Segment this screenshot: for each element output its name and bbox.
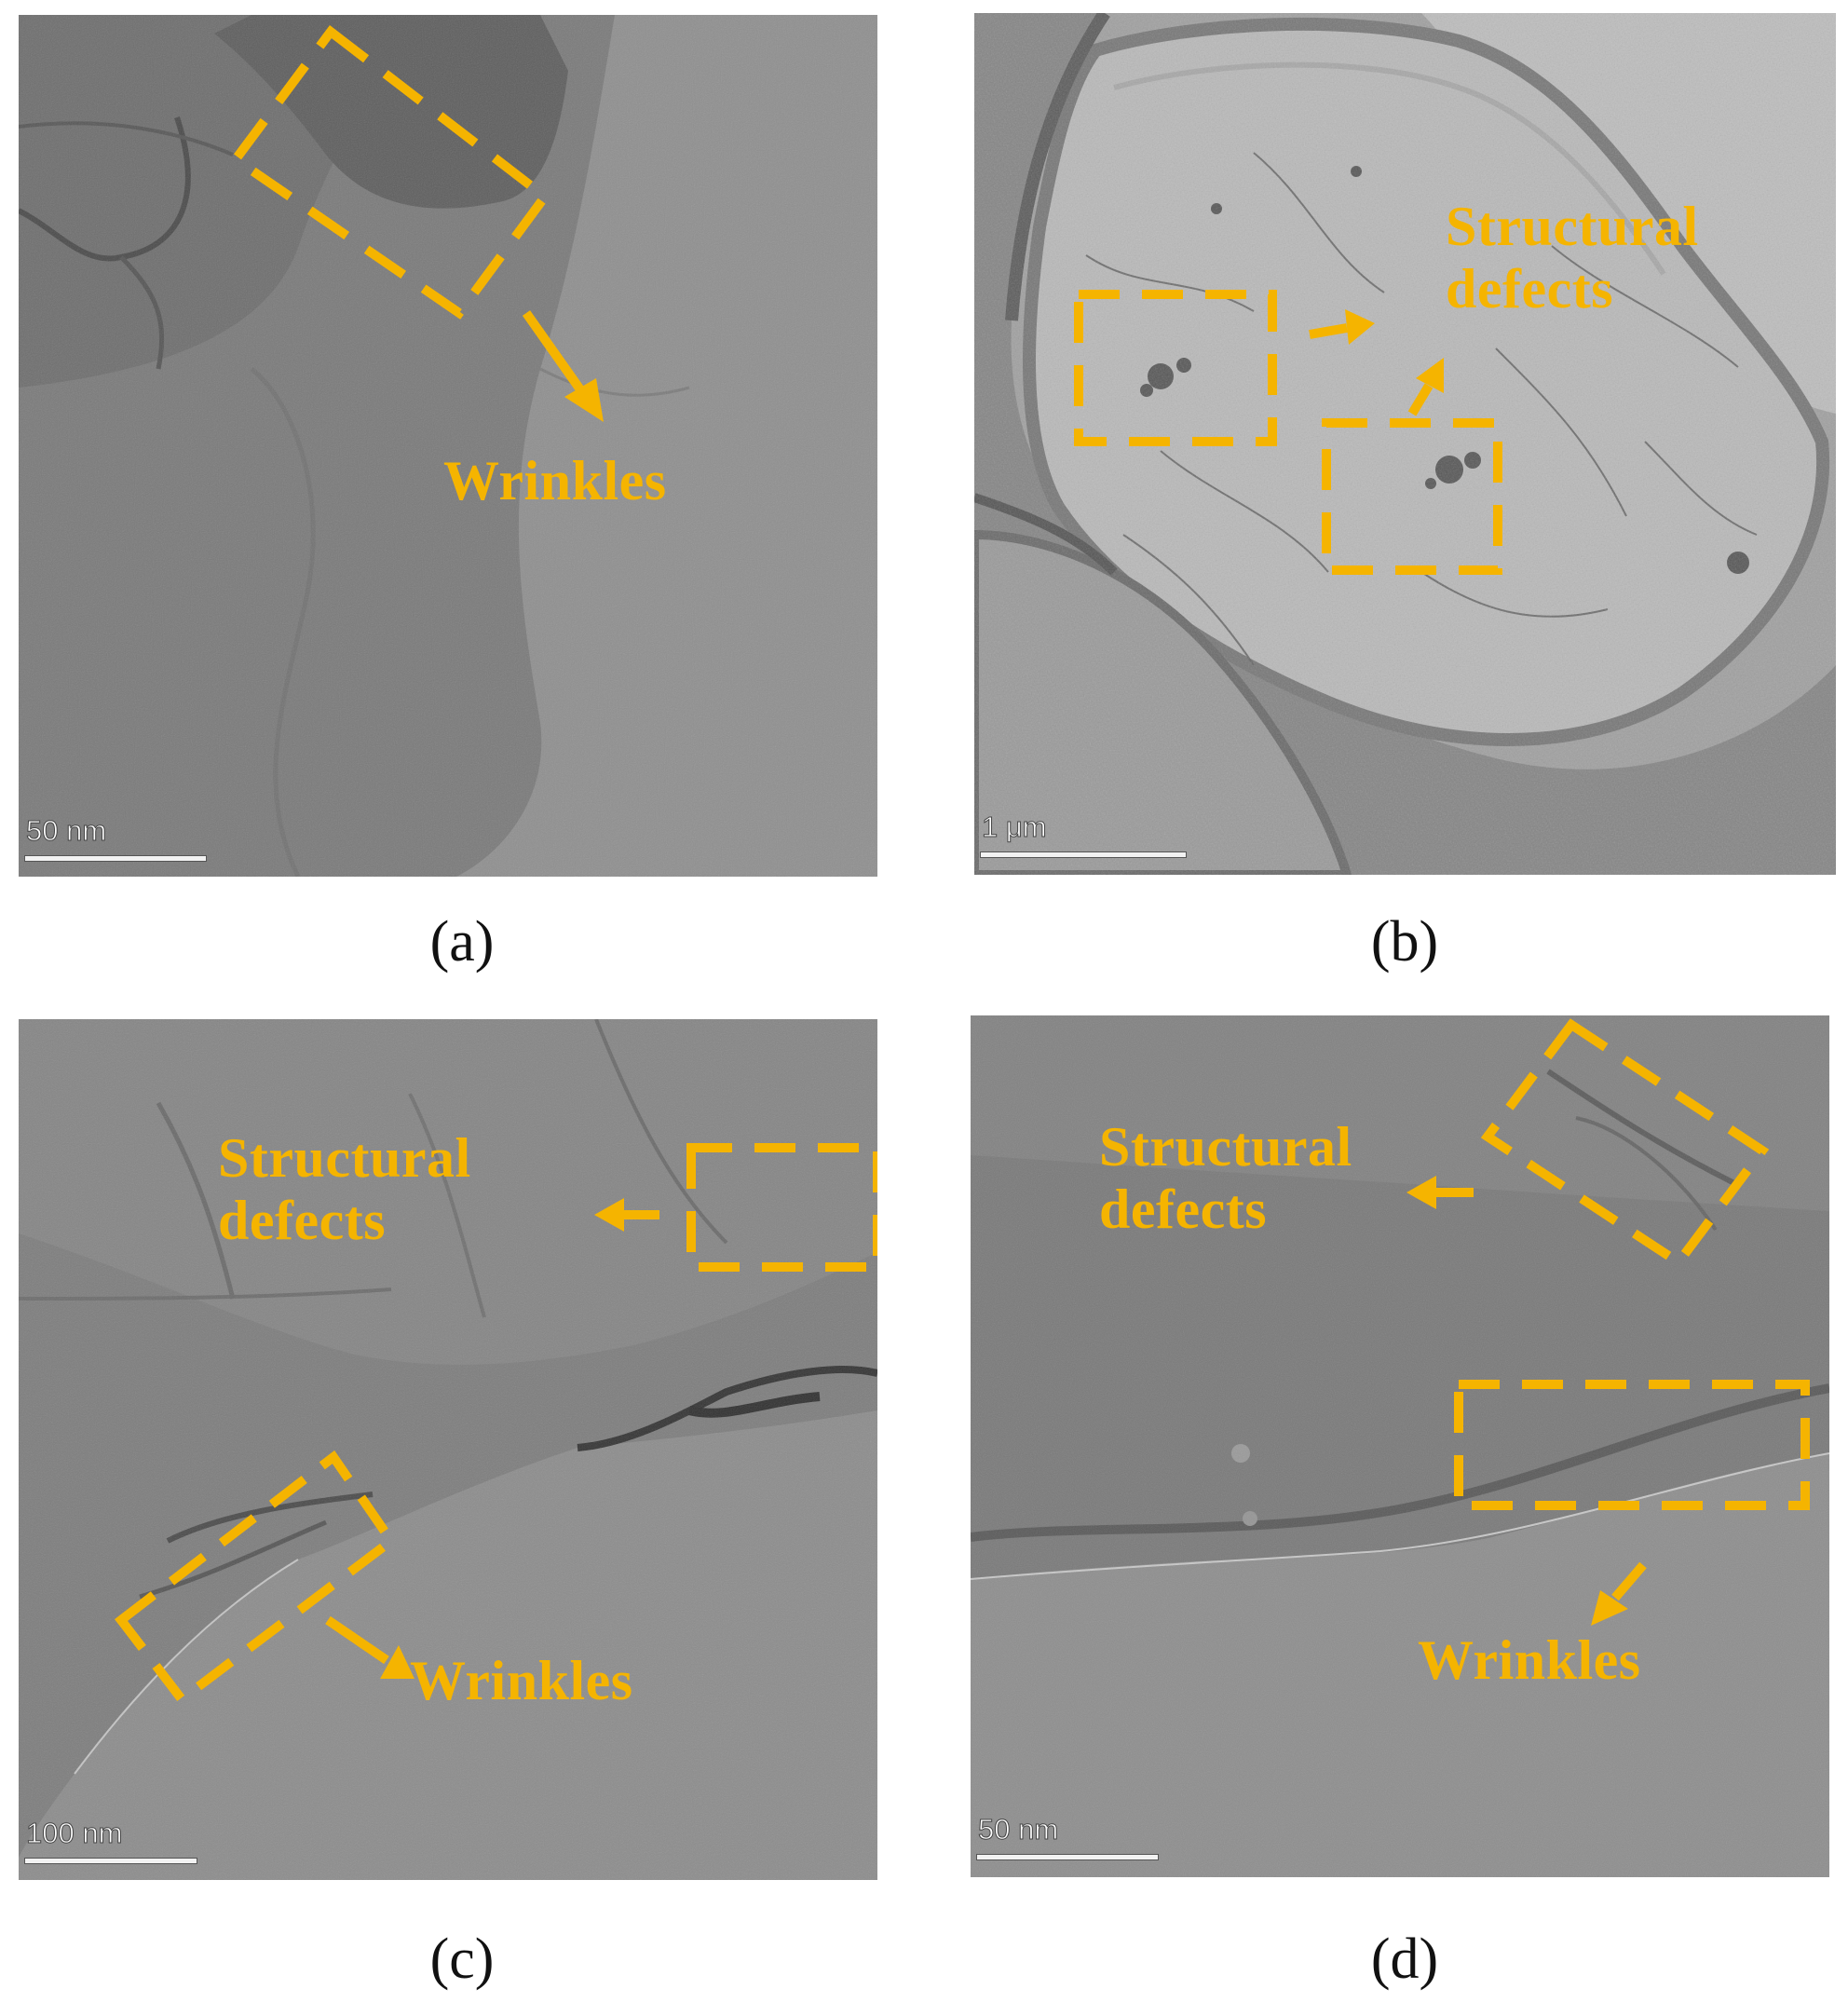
tem-panel-a: Wrinkles 50 nm [19, 15, 877, 877]
wrinkle-box-a [228, 24, 551, 320]
tem-image-b [974, 13, 1836, 875]
defect-boxes-b [1074, 290, 1502, 575]
scale-label-b: 1 μm [982, 810, 1048, 843]
tem-panel-c: Structural defects Wrinkles 100 nm [19, 1019, 877, 1880]
label-defects-b: defects [1446, 258, 1614, 320]
scale-label-a: 50 nm [25, 814, 107, 847]
boxes-d [1454, 1018, 1810, 1510]
label-defects-c: defects [218, 1190, 387, 1252]
scale-bar-c [24, 1858, 197, 1864]
arrows-d [1406, 1176, 1647, 1626]
arrows-c [325, 1198, 659, 1679]
tem-image-a [19, 15, 877, 877]
label-wrinkles-c: Wrinkles [410, 1650, 633, 1711]
label-structural-d: Structural [1099, 1116, 1352, 1178]
scale-label-c: 100 nm [25, 1817, 123, 1849]
tem-image-c [19, 1019, 877, 1880]
scale-bar-a [24, 855, 207, 862]
label-structural-b: Structural [1446, 196, 1699, 257]
tem-panel-b: Structural defects 1 μm [974, 13, 1836, 875]
boxes-c [114, 1143, 877, 1706]
scale-label-d: 50 nm [977, 1813, 1059, 1846]
arrow-a [522, 310, 604, 422]
label-wrinkles-d: Wrinkles [1418, 1629, 1641, 1691]
label-structural-c: Structural [218, 1127, 471, 1189]
tem-image-d [971, 1015, 1829, 1877]
label-wrinkles-a: Wrinkles [443, 450, 667, 511]
label-structural-defects-c: Structural defects [218, 1127, 471, 1252]
caption-b: (b) [1370, 910, 1439, 974]
scale-bar-b [980, 851, 1187, 858]
arrows-b [1309, 309, 1444, 416]
label-structural-defects-d: Structural defects [1099, 1116, 1352, 1241]
caption-c: (c) [429, 1927, 495, 1991]
caption-a: (a) [429, 910, 495, 974]
scale-bar-d [976, 1854, 1159, 1860]
tem-panel-d: Structural defects Wrinkles 50 nm [971, 1015, 1829, 1877]
label-defects-d: defects [1099, 1178, 1268, 1241]
label-structural-defects-b: Structural defects [1446, 196, 1699, 320]
caption-d: (d) [1370, 1927, 1439, 1991]
